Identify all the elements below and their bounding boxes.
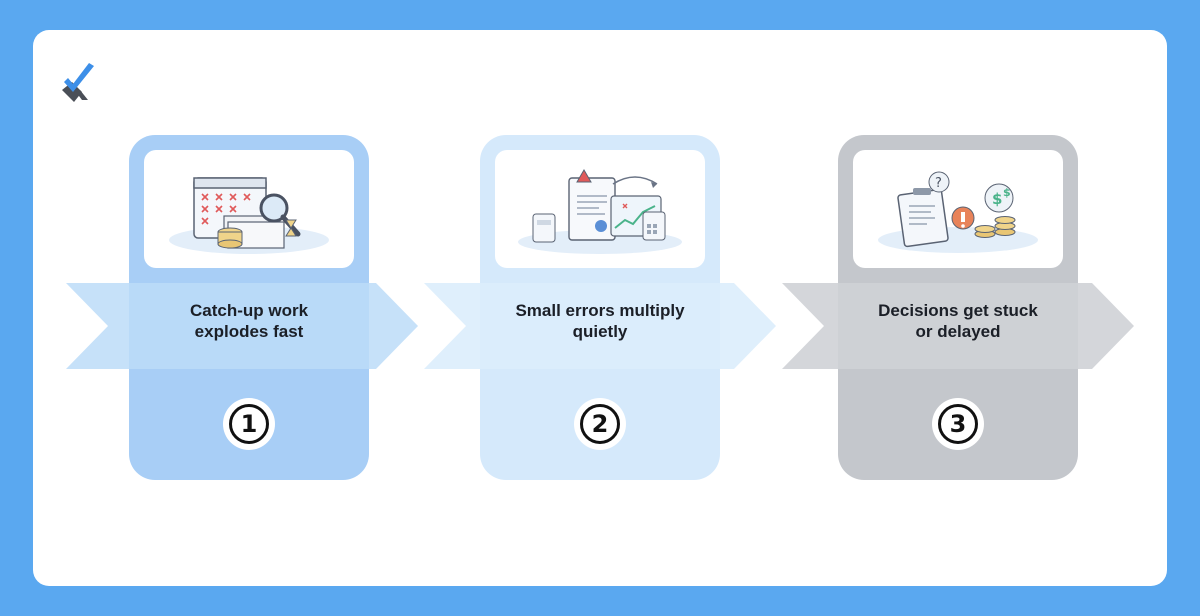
step-label-3: Decisions get stuck or delayed (838, 300, 1078, 342)
brand-logo-icon (62, 63, 94, 102)
clipboard-question-money-icon: ? $ $ (878, 171, 1038, 253)
step-label-2-line1: Small errors multiply (515, 301, 685, 320)
step-number-badge-3: 3 (932, 398, 984, 450)
step-arrow-2 (424, 283, 776, 369)
step-label-1: Catch-up work explodes fast (129, 300, 369, 342)
step-number-badge-2: 2 (574, 398, 626, 450)
step-illustration-3: ? $ $ (853, 150, 1063, 268)
svg-text:$: $ (1003, 186, 1011, 199)
step-illustration-1 (144, 150, 354, 268)
svg-text:$: $ (992, 190, 1002, 208)
svg-text:?: ? (935, 176, 942, 191)
step-label-3-line2: or delayed (915, 322, 1001, 341)
calendar-papers-magnifier-icon (169, 177, 329, 254)
step-arrow-1 (66, 283, 418, 369)
step-label-1-line2: explodes fast (194, 322, 304, 341)
step-arrow-3 (782, 283, 1134, 369)
step-label-1-line1: Catch-up work (189, 301, 309, 320)
step-number-badge-1: 1 (223, 398, 275, 450)
step-label-3-line1: Decisions get stuck (878, 301, 1038, 320)
warning-document-chart-icon (518, 169, 682, 254)
step-number-2: 2 (580, 404, 620, 444)
step-illustration-2 (495, 150, 705, 268)
step-number-3: 3 (938, 404, 978, 444)
step-number-1: 1 (229, 404, 269, 444)
step-label-2-line2: quietly (572, 322, 628, 341)
step-label-2: Small errors multiply quietly (480, 300, 720, 342)
